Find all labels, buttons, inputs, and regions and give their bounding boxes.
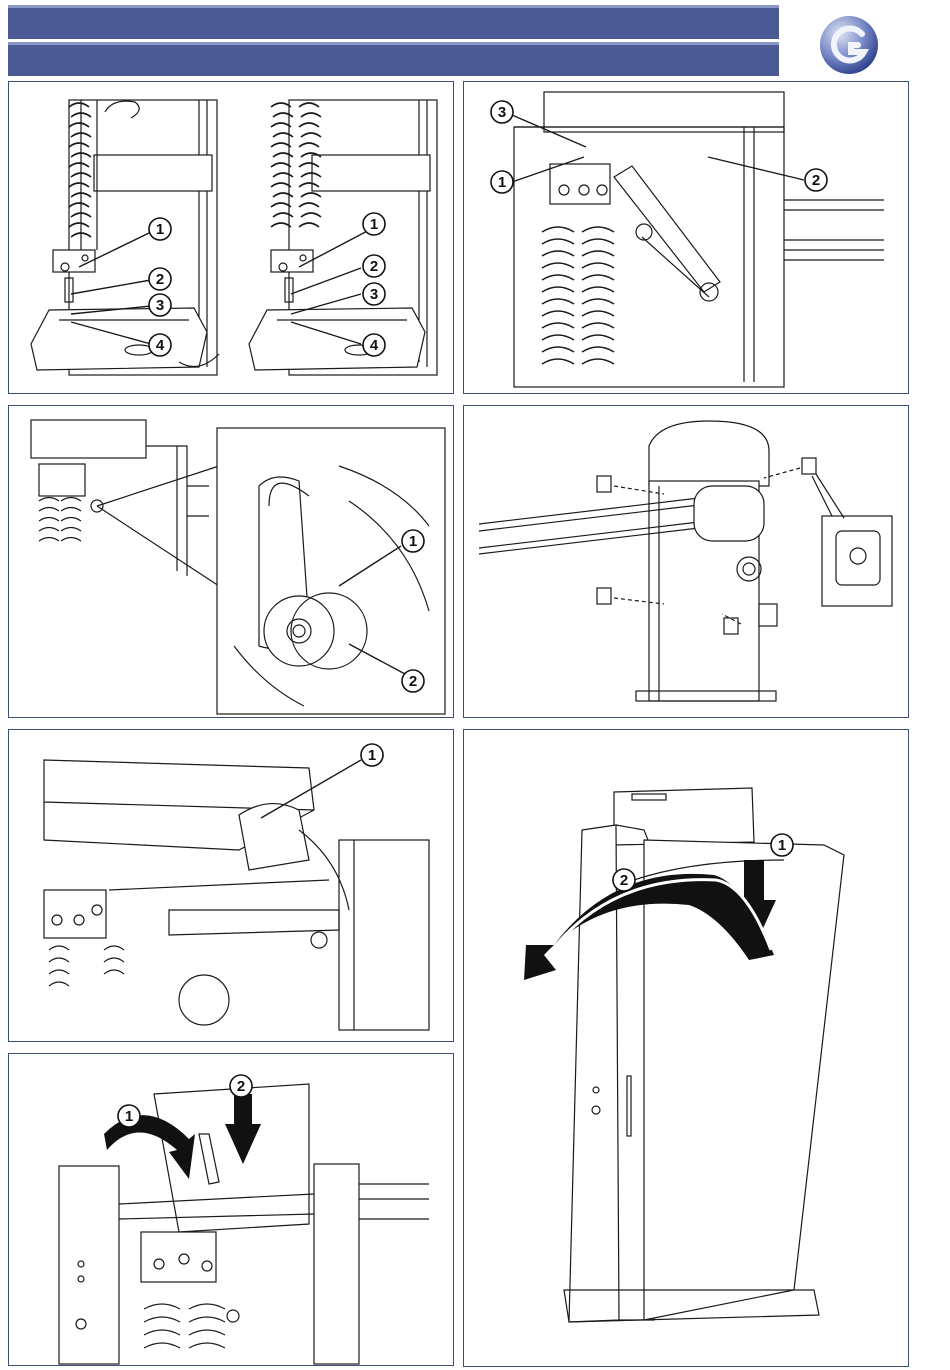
callout-2: 2 <box>370 258 378 275</box>
callout-3: 3 <box>498 104 506 121</box>
header-bar-bottom <box>8 42 779 76</box>
overview-illustration <box>31 420 219 586</box>
callout-1: 1 <box>409 533 417 550</box>
callout-1: 1 <box>156 221 164 238</box>
callout-1: 1 <box>368 747 376 764</box>
panel-spring-anchors: 1 2 3 4 1 2 3 4 <box>8 81 454 394</box>
panel-cover-removal: 1 2 <box>463 729 909 1367</box>
callout-1: 1 <box>125 1108 133 1125</box>
panel-control-box-screw: 1 <box>8 729 454 1042</box>
post-illustration-right <box>249 100 437 375</box>
callout-1: 1 <box>370 216 378 233</box>
header-bar-top <box>8 5 779 39</box>
callout-2: 2 <box>237 1078 245 1095</box>
callout-3: 3 <box>156 297 164 314</box>
panel-cap-plugs <box>463 405 909 718</box>
post-illustration-left <box>31 100 219 375</box>
control-box-illustration <box>44 760 429 1030</box>
post-cover-illustration <box>564 788 844 1322</box>
spring-left <box>542 227 574 364</box>
brand-logo-icon <box>818 14 880 76</box>
callout-2: 2 <box>620 872 628 889</box>
panel-arm-pivot: 1 2 <box>8 405 454 718</box>
callout-1: 1 <box>778 837 786 854</box>
callout-1: 1 <box>498 174 506 191</box>
panel-control-box-tilt: 1 2 <box>8 1053 454 1366</box>
spring-right <box>582 227 614 364</box>
frame-illustration <box>514 92 884 387</box>
callout-4: 4 <box>370 337 379 354</box>
barrier-post-illustration <box>479 421 776 701</box>
callout-3: 3 <box>370 286 378 303</box>
callout-4: 4 <box>156 337 165 354</box>
panel-spring-bracket: 3 1 2 <box>463 81 909 394</box>
callout-2: 2 <box>812 172 820 189</box>
callout-2: 2 <box>156 271 164 288</box>
callout-2: 2 <box>409 673 417 690</box>
